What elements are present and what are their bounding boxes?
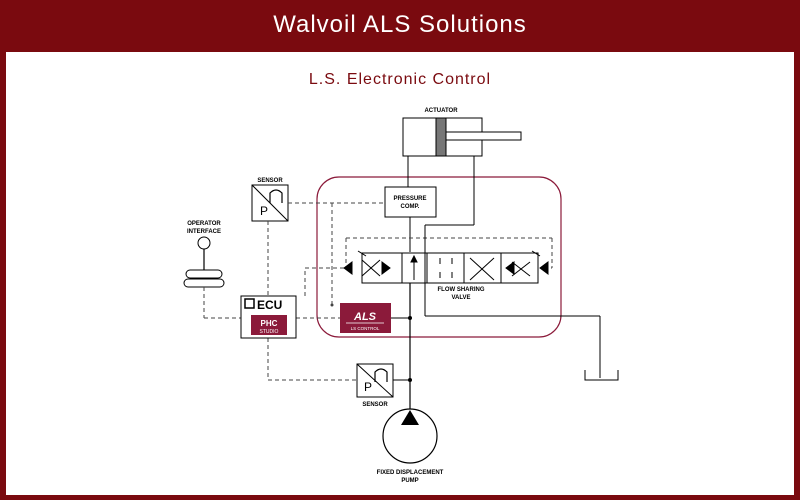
flow-sharing-label-1: FLOW SHARING <box>438 287 485 293</box>
phc-label: PHC <box>261 319 278 328</box>
sensor-bottom-p: P <box>364 380 372 394</box>
sensor-top: P <box>251 184 289 222</box>
flow-sharing-label-2: VALVE <box>451 295 470 301</box>
sensor-bottom: P <box>356 363 394 398</box>
pressure-compensator <box>384 186 437 218</box>
page-title: Walvoil ALS Solutions <box>273 11 527 38</box>
phc-studio-label: STUDIO <box>260 329 279 335</box>
actuator-label: ACTUATOR <box>424 108 458 114</box>
pressure-comp-label-2: COMP. <box>401 204 420 210</box>
actuator-cylinder <box>402 117 522 157</box>
pressure-comp-label-1: PRESSURE <box>393 196 426 202</box>
header-bar: Walvoil ALS Solutions <box>0 0 800 50</box>
sensor-top-p: P <box>260 204 268 218</box>
sensor-bottom-label: SENSOR <box>362 402 388 408</box>
pump-icon <box>382 408 438 464</box>
pump-label-2: PUMP <box>401 478 418 484</box>
als-ls-control-logo: ALS LS CONTROL <box>340 303 391 333</box>
pump-label-1: FIXED DISPLACEMENT <box>377 470 444 476</box>
ecu-controller: ECU PHC STUDIO <box>240 295 297 339</box>
als-sub-text: LS CONTROL <box>351 326 380 331</box>
flow-sharing-valve <box>343 250 549 284</box>
signal-lines <box>203 202 553 381</box>
sensor-top-label: SENSOR <box>257 178 283 184</box>
ecu-label: ECU <box>257 298 282 312</box>
als-logo-text: ALS <box>353 311 377 323</box>
valve-section-boundary <box>316 176 562 338</box>
tank-symbol <box>584 370 619 381</box>
operator-label-1: OPERATOR <box>187 221 221 227</box>
diagram-subtitle: L.S. Electronic Control <box>309 71 491 88</box>
joystick-icon <box>183 236 225 288</box>
operator-label-2: INTERFACE <box>187 229 221 235</box>
